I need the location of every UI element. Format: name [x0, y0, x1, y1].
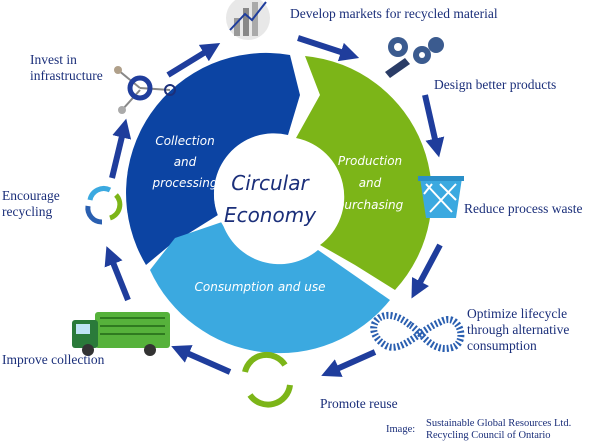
step-develop-markets: Develop markets for recycled material — [290, 6, 498, 21]
label-line: through alternative — [467, 322, 570, 337]
garbage-truck-icon — [72, 312, 170, 356]
step-reduce-waste: Reduce process waste — [464, 201, 583, 216]
label-line: Invest in — [30, 52, 77, 67]
segment-label: and — [174, 155, 197, 169]
bar-chart-icon — [226, 0, 270, 40]
segment-label: Production — [338, 154, 402, 168]
step-promote-reuse: Promote reuse — [320, 396, 398, 411]
recycling-icon — [85, 186, 123, 225]
reuse-arrows-icon — [242, 351, 293, 408]
label-line: recycling — [2, 204, 53, 219]
label-line: Optimize lifecycle — [467, 306, 568, 321]
segment-label: and — [359, 176, 382, 190]
image-credit-prefix: Image: — [386, 424, 416, 435]
step-improve-collection: Improve collection — [2, 352, 105, 367]
center-circle — [214, 139, 326, 251]
step-invest-infrastructure: Invest in infrastructure — [30, 52, 103, 84]
segment-label: processing — [152, 176, 218, 190]
segment-label: Collection — [155, 134, 214, 148]
label-line: consumption — [467, 338, 537, 353]
center-title-line2: Economy — [224, 203, 317, 227]
credit-line: Recycling Council of Ontario — [426, 430, 551, 441]
segment-collection — [126, 52, 300, 265]
segment-label: purchasing — [336, 198, 404, 212]
segment-label: Consumption and use — [195, 280, 326, 294]
infinity-icon — [370, 311, 465, 352]
network-hub-icon — [114, 66, 176, 114]
step-encourage-recycling: Encourage recycling — [2, 188, 60, 220]
step-optimize-lifecycle: Optimize lifecycle through alternative c… — [467, 306, 569, 354]
step-design-products: Design better products — [434, 77, 557, 92]
label-line: infrastructure — [30, 68, 103, 83]
segment-consumption — [150, 222, 390, 354]
waste-basket-icon — [418, 176, 464, 218]
center-title-line1: Circular — [231, 171, 310, 195]
image-credit: Sustainable Global Resources Ltd. Recycl… — [426, 418, 571, 442]
segment-production — [296, 56, 432, 290]
cycle-arrows — [104, 35, 445, 377]
gears-wrench-icon — [385, 37, 444, 78]
credit-line: Sustainable Global Resources Ltd. — [426, 418, 572, 429]
label-line: Encourage — [2, 188, 60, 203]
